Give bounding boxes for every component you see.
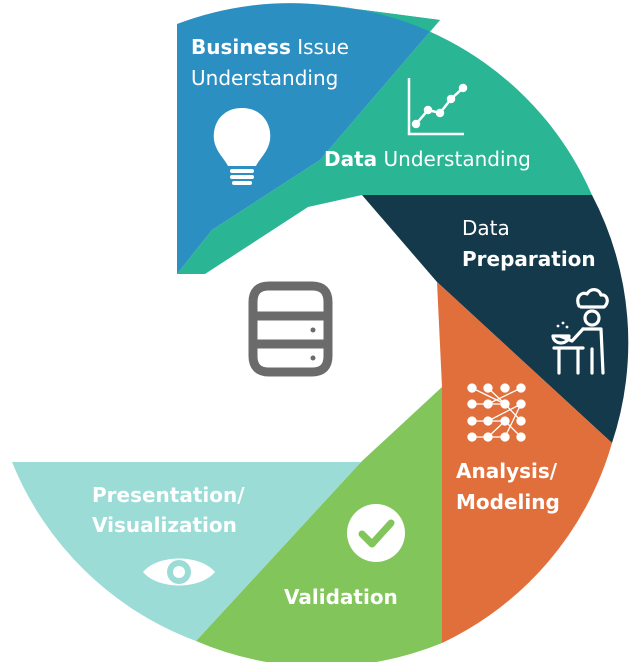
chef-icon xyxy=(551,288,609,375)
segment-data-preparation xyxy=(362,195,629,443)
segment-data-understanding xyxy=(177,5,592,274)
label-business-issue-line1: Business Issue xyxy=(191,35,349,59)
eye-icon xyxy=(143,558,215,586)
label-data-preparation-line1: Data xyxy=(462,216,510,240)
label-validation: Validation xyxy=(284,585,398,609)
label-presentation-line2: Visualization xyxy=(92,513,237,537)
label-presentation-line1: Presentation/ xyxy=(92,483,245,507)
label-data-preparation-line2: Preparation xyxy=(462,247,596,271)
neural-network-icon xyxy=(467,383,526,442)
label-analysis-line1: Analysis/ xyxy=(456,459,558,483)
label-business-issue-line2: Understanding xyxy=(191,66,338,90)
segment-business-issue-understanding xyxy=(177,3,440,274)
label-analysis-line2: Modeling xyxy=(456,490,560,514)
line-chart-icon xyxy=(407,78,468,136)
database-icon xyxy=(248,281,333,377)
label-data-understanding: Data Understanding xyxy=(324,147,531,171)
segment-validation xyxy=(196,387,442,667)
segment-presentation-visualization xyxy=(12,462,361,641)
segment-analysis-modeling xyxy=(437,282,612,643)
check-circle-icon xyxy=(347,504,405,562)
lightbulb-icon xyxy=(213,108,271,185)
